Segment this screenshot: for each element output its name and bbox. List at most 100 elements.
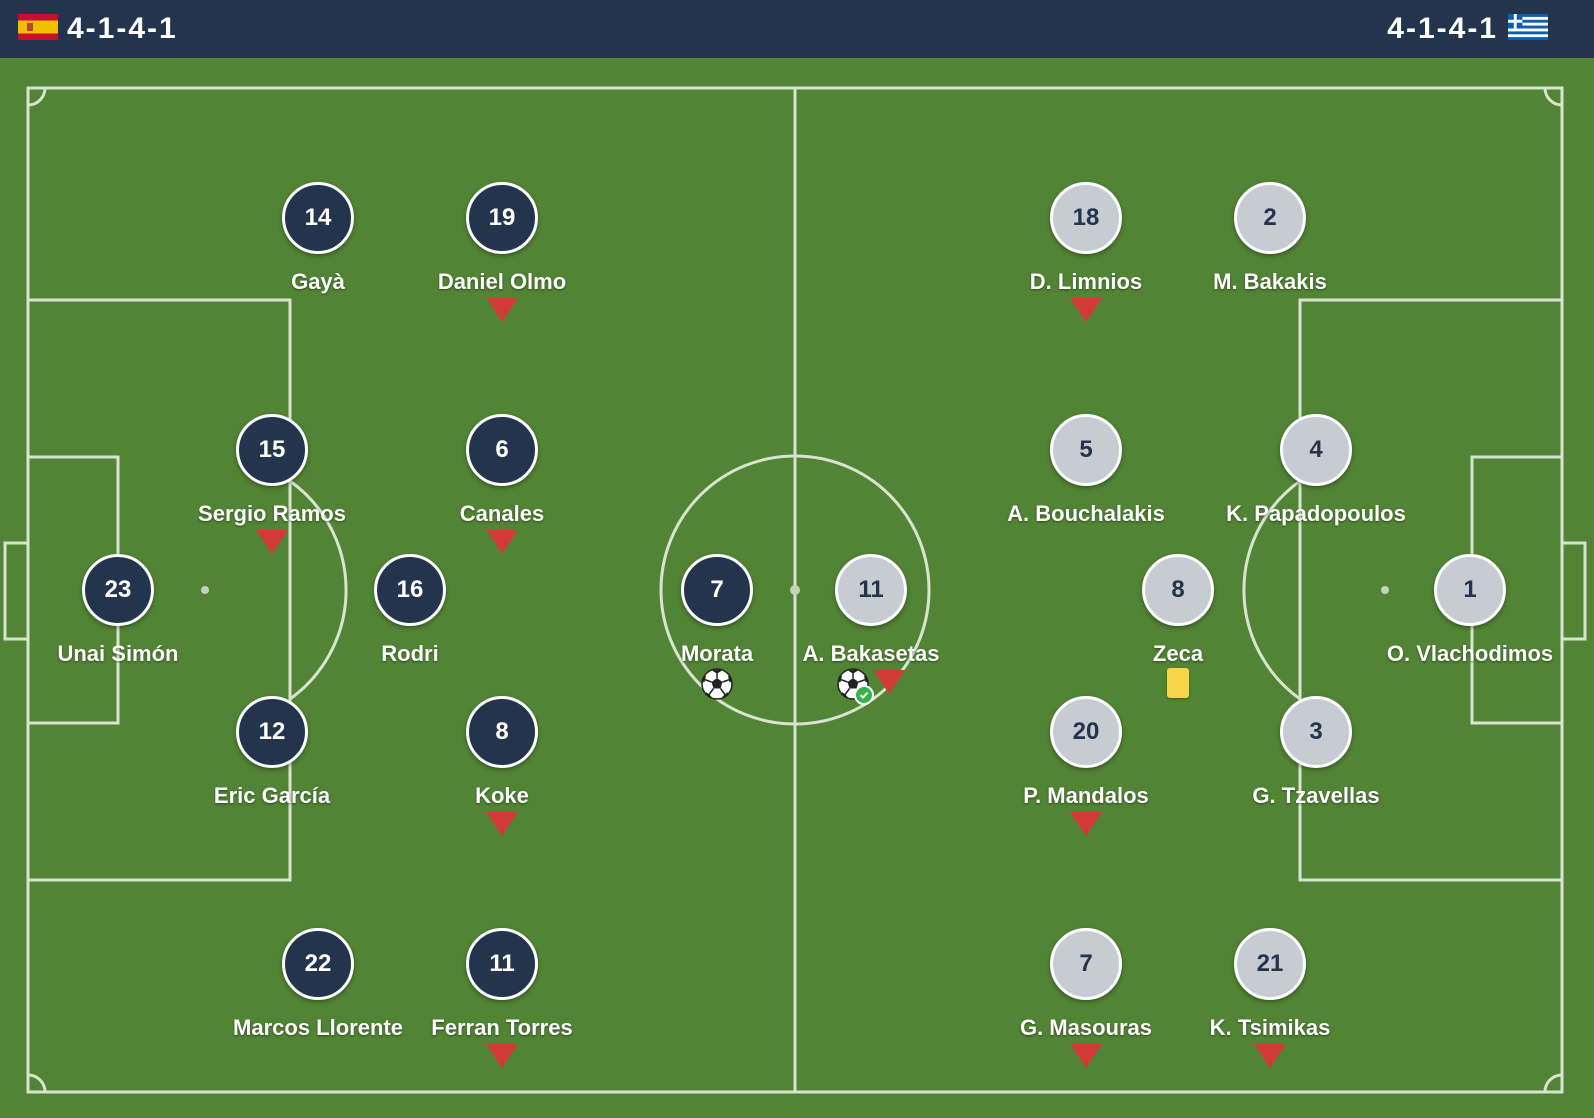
away-goal <box>1560 541 1587 641</box>
player-name: Unai Simón <box>57 641 179 666</box>
home-formation: 4-1-4-1 <box>67 12 178 45</box>
player-name: Ferran Torres <box>431 1015 573 1040</box>
player-name: G. Tzavellas <box>1252 783 1380 808</box>
player-events <box>607 668 827 702</box>
player-number-badge: 4 <box>1280 414 1352 486</box>
penalty-goal-icon <box>837 668 874 705</box>
player-events <box>1160 1042 1380 1076</box>
away-player-7[interactable]: 7 G. Masouras <box>976 928 1196 1076</box>
center-circle <box>659 454 931 726</box>
player-name: Daniel Olmo <box>437 269 567 294</box>
substitution-off-icon <box>256 530 288 554</box>
player-events <box>976 296 1196 330</box>
player-name: Sergio Ramos <box>198 501 346 526</box>
player-name: D. Limnios <box>1029 269 1143 294</box>
goal-icon <box>701 668 733 700</box>
player-events <box>392 1042 612 1076</box>
player-events <box>976 1042 1196 1076</box>
player-name: A. Bouchalakis <box>1007 501 1165 526</box>
player-events <box>761 668 981 705</box>
player-number-badge: 19 <box>466 182 538 254</box>
substitution-off-icon <box>1070 298 1102 322</box>
substitution-off-icon <box>1070 1044 1102 1068</box>
player-name: G. Masouras <box>1019 1015 1153 1040</box>
player-events <box>392 528 612 562</box>
player-name: A. Bakasetas <box>802 641 940 666</box>
player-name: Zeca <box>1152 641 1204 666</box>
player-number-badge: 16 <box>374 554 446 626</box>
player-number-badge: 5 <box>1050 414 1122 486</box>
player-name: Gayà <box>291 269 345 294</box>
substitution-off-icon <box>486 530 518 554</box>
spain-flag-icon <box>18 14 58 40</box>
player-number-badge: 8 <box>466 696 538 768</box>
player-name: Koke <box>475 783 529 808</box>
player-number-badge: 14 <box>282 182 354 254</box>
player-number-badge: 23 <box>82 554 154 626</box>
substitution-off-icon <box>1254 1044 1286 1068</box>
player-name: Canales <box>459 501 545 526</box>
player-events <box>392 296 612 330</box>
substitution-off-icon <box>873 670 905 694</box>
check-icon <box>854 685 874 705</box>
player-number-badge: 20 <box>1050 696 1122 768</box>
player-number-badge: 22 <box>282 928 354 1000</box>
yellow-card-icon <box>1167 668 1189 698</box>
away-player-5[interactable]: 5 A. Bouchalakis <box>976 414 1196 528</box>
home-goal <box>3 541 30 641</box>
home-penalty-spot <box>201 586 209 594</box>
corner-arc-top-right <box>1543 87 1563 107</box>
corner-arc-bottom-left <box>27 1073 47 1093</box>
center-spot <box>790 585 800 595</box>
player-number-badge: 21 <box>1234 928 1306 1000</box>
player-name: Morata <box>680 641 754 666</box>
player-number-badge: 15 <box>236 414 308 486</box>
away-formation: 4-1-4-1 <box>1387 12 1498 45</box>
player-number-badge: 12 <box>236 696 308 768</box>
player-name: Eric García <box>213 783 331 808</box>
away-player-4[interactable]: 4 K. Papadopoulos <box>1206 414 1426 528</box>
player-events <box>1068 668 1288 702</box>
player-number-badge: 8 <box>1142 554 1214 626</box>
player-events <box>392 810 612 844</box>
substitution-off-icon <box>486 1044 518 1068</box>
away-player-21[interactable]: 21 K. Tsimikas <box>1160 928 1380 1076</box>
player-number-badge: 7 <box>681 554 753 626</box>
player-number-badge: 3 <box>1280 696 1352 768</box>
football-pitch <box>3 86 1587 1094</box>
away-penalty-spot <box>1381 586 1389 594</box>
player-name: K. Tsimikas <box>1209 1015 1331 1040</box>
player-number-badge: 1 <box>1434 554 1506 626</box>
player-number-badge: 7 <box>1050 928 1122 1000</box>
substitution-off-icon <box>1070 812 1102 836</box>
player-name: K. Papadopoulos <box>1226 501 1406 526</box>
player-events <box>162 528 382 562</box>
player-number-badge: 2 <box>1234 182 1306 254</box>
substitution-off-icon <box>486 812 518 836</box>
player-name: Rodri <box>381 641 439 666</box>
player-number-badge: 6 <box>466 414 538 486</box>
greece-flag-icon <box>1508 14 1548 40</box>
substitution-off-icon <box>486 298 518 322</box>
lineup-header: 4-1-4-1 4-1-4-1 <box>0 0 1594 58</box>
player-events <box>976 810 1196 844</box>
away-player-3[interactable]: 3 G. Tzavellas <box>1206 696 1426 810</box>
away-penalty-arc <box>1242 479 1301 701</box>
